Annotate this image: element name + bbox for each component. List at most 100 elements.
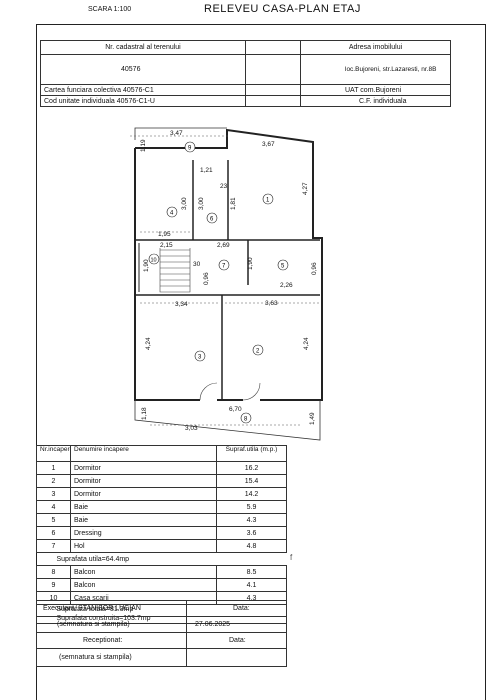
room-area: 4.1	[216, 578, 287, 592]
room-name: Baie	[70, 513, 217, 527]
dim-label: 1,81	[230, 197, 237, 210]
dim-label: 4,24	[303, 337, 310, 350]
room-area: 16.2	[216, 461, 287, 475]
dim-label: 3,00	[198, 197, 205, 210]
dim-label: 0,96	[311, 262, 318, 275]
plan-dimensions: 3,47 1,19 3,67 4,27 1,21 23 3,00 3,00 1,…	[140, 130, 318, 432]
document-title: RELEVEU CASA-PLAN ETAJ	[204, 3, 361, 15]
room-name: Dressing	[70, 526, 217, 540]
room-mark: 4	[166, 206, 178, 218]
dim-label: 4,24	[145, 337, 152, 350]
table-row: 9 Balcon 4.1	[36, 578, 287, 592]
svg-text:1: 1	[266, 198, 270, 204]
table-row: 2 Dormitor 15.4	[36, 474, 287, 488]
dim-label: 1,19	[140, 139, 147, 152]
svg-text:8: 8	[244, 417, 248, 423]
dim-label: 2,69	[217, 242, 230, 249]
room-area: 3.6	[216, 526, 287, 540]
floor-plan: 3,47 1,19 3,67 4,27 1,21 23 3,00 3,00 1,…	[130, 127, 323, 441]
dim-label: 1,18	[141, 407, 148, 420]
room-mark: 9	[184, 141, 196, 153]
date-value: 27.06.2025	[186, 616, 287, 633]
dim-label: 1,90	[143, 259, 150, 272]
dim-label: 0,96	[203, 272, 210, 285]
doors	[199, 382, 261, 401]
room-nr: 1	[36, 461, 71, 475]
dim-label: 2,26	[280, 282, 293, 289]
table-row: 7 Hol 4.8	[36, 539, 287, 553]
room-nr: 7	[36, 539, 71, 553]
room-mark: 3	[194, 350, 206, 362]
col-header-area: Supraf.utila (m.p.)	[216, 445, 287, 462]
room-name: Dormitor	[70, 487, 217, 501]
table-row: 8 Balcon 8.5	[36, 565, 287, 579]
dim-label: 1,21	[200, 167, 213, 174]
room-mark: 2	[252, 344, 264, 356]
svg-text:5: 5	[281, 264, 285, 270]
room-mark: 10	[148, 253, 160, 265]
dim-label: 1,90	[247, 257, 254, 270]
room-nr: 5	[36, 513, 71, 527]
svg-text:4: 4	[170, 211, 174, 217]
table-row: 3 Dormitor 14.2	[36, 487, 287, 501]
dim-label: 3,47	[170, 130, 183, 137]
signature-table: Executant, STANISOR LUCIAN Data: (semnat…	[36, 600, 287, 667]
dim-label: 30	[193, 261, 201, 268]
table-row: 5 Baie 4.3	[36, 513, 287, 527]
rooms-table: Nr.incapere Denumire incapere Supraf.uti…	[36, 445, 287, 624]
date-label: Data:	[186, 600, 287, 617]
dim-label: 3,00	[181, 197, 188, 210]
room-marks: 9 1 4 6 10 7 5 3 2 8	[148, 141, 289, 424]
dimension-lines	[130, 135, 320, 426]
address-value: loc.Bujoreni, str.Lazaresti, nr.8B	[300, 54, 451, 85]
room-mark: 5	[277, 259, 289, 271]
table-row: 4 Baie 5.9	[36, 500, 287, 514]
executant-label: Executant, STANISOR LUCIAN	[36, 600, 187, 617]
svg-text:2: 2	[256, 349, 260, 355]
cf-label: C.F. individuala	[300, 95, 451, 107]
svg-text:10: 10	[151, 258, 157, 264]
room-nr: 4	[36, 500, 71, 514]
receptionat-label: Receptionat:	[36, 632, 187, 649]
col-header-nr: Nr.incapere	[36, 445, 71, 462]
room-mark: 8	[240, 412, 252, 424]
room-name: Dormitor	[70, 474, 217, 488]
table-row: 1 Dormitor 16.2	[36, 461, 287, 475]
svg-text:7: 7	[222, 264, 226, 270]
svg-text:9: 9	[188, 146, 192, 152]
room-mark: 7	[218, 259, 230, 271]
room-area: 15.4	[216, 474, 287, 488]
document-sheet	[36, 24, 486, 700]
table-row: 6 Dressing 3.6	[36, 526, 287, 540]
room-name: Balcon	[70, 578, 217, 592]
room-nr: 8	[36, 565, 71, 579]
stairs	[159, 248, 191, 293]
dim-label: 1,95	[158, 231, 171, 238]
dim-label: 3,67	[262, 141, 275, 148]
empty-cell	[186, 648, 287, 667]
dim-label: 6,70	[229, 406, 242, 413]
room-name: Balcon	[70, 565, 217, 579]
scale-label: SCARA 1:100	[88, 6, 132, 13]
room-nr: 2	[36, 474, 71, 488]
signature-note-2: (semnatura si stampila)	[36, 648, 187, 667]
dim-label: 3,34	[175, 301, 188, 308]
dim-label: 3,03	[185, 425, 198, 432]
room-name: Hol	[70, 539, 217, 553]
room-mark: 1	[262, 193, 274, 205]
dim-label: 23	[220, 183, 228, 190]
dim-label: 4,27	[302, 182, 309, 195]
svg-text:6: 6	[210, 217, 214, 223]
date-label-2: Data:	[186, 632, 287, 649]
room-area: 5.9	[216, 500, 287, 514]
dim-label: 1,49	[309, 412, 316, 425]
useful-area-total: Suprafata utila=64.4mp	[36, 552, 287, 566]
room-area: 4.8	[216, 539, 287, 553]
svg-text:3: 3	[198, 355, 202, 361]
stray-mark: f	[290, 553, 293, 562]
dim-label: 2,15	[160, 242, 173, 249]
room-name: Dormitor	[70, 461, 217, 475]
signature-note: (semnatura si stampila)	[36, 616, 187, 633]
room-area: 4.3	[216, 513, 287, 527]
identification-table: Nr. cadastral al terenului Adresa imobil…	[40, 40, 451, 107]
